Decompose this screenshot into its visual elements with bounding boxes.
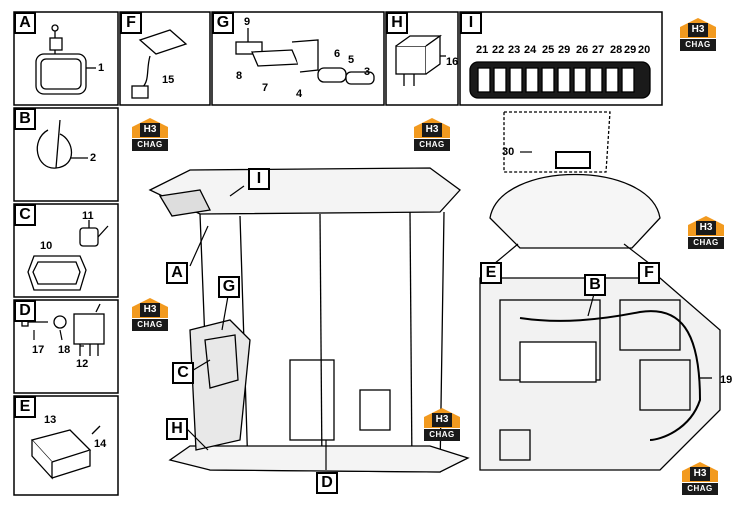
switch-number: 24 — [524, 44, 537, 56]
part-number-2: 2 — [90, 152, 97, 164]
part-number-15: 15 — [162, 74, 175, 86]
part-relay — [395, 34, 446, 86]
panel-c-frame — [13, 203, 119, 298]
panel-label-h: H — [386, 12, 408, 34]
part-plug-and-holder — [27, 220, 109, 291]
part-number-30: 30 — [502, 146, 515, 158]
switch-number: 29 — [558, 44, 571, 56]
panel-a-frame — [13, 11, 119, 106]
part-number-5: 5 — [348, 54, 355, 66]
panel-label-a: A — [14, 12, 36, 34]
part-bracket-connector — [131, 29, 188, 99]
callout-floor-e: E — [480, 262, 502, 284]
panel-label-c: C — [14, 204, 36, 226]
panel-g-frame — [211, 11, 385, 106]
part-number-9: 9 — [244, 16, 251, 28]
switch-number: 26 — [576, 44, 589, 56]
part-bracket-kit — [235, 28, 375, 85]
panel-label-g: G — [212, 12, 234, 34]
floor-plate — [479, 111, 721, 471]
part-number-18: 18 — [58, 344, 71, 356]
callout-cab-c: C — [172, 362, 194, 384]
part-cable-tie — [36, 119, 88, 169]
panel-label-b: B — [14, 108, 36, 130]
callout-floor-f: F — [638, 262, 660, 284]
panel-h-frame — [385, 11, 459, 106]
cab-frame — [148, 167, 470, 473]
callout-cab-h: H — [166, 418, 188, 440]
callout-cab-g: G — [218, 276, 240, 298]
part-number-12: 12 — [76, 358, 89, 370]
part-number-4: 4 — [296, 88, 303, 100]
part-number-17: 17 — [32, 344, 45, 356]
switch-number: 28 — [610, 44, 623, 56]
panel-f-frame — [119, 11, 211, 106]
panel-label-f: F — [120, 12, 142, 34]
panel-label-d: D — [14, 300, 36, 322]
part-number-7: 7 — [262, 82, 269, 94]
part-control-module — [30, 425, 101, 480]
switch-number: 25 — [542, 44, 555, 56]
panel-label-i: I — [460, 12, 482, 34]
part-number-14: 14 — [94, 438, 107, 450]
part-number-10: 10 — [40, 240, 53, 252]
part-number-6: 6 — [334, 48, 341, 60]
callout-cab-a: A — [166, 262, 188, 284]
part-relay-mount — [21, 303, 105, 356]
part-number-16: 16 — [446, 56, 459, 68]
panel-i-frame — [459, 11, 663, 106]
part-display-unit — [35, 24, 96, 95]
panel-label-e: E — [14, 396, 36, 418]
switch-number: 23 — [508, 44, 521, 56]
switch-console — [469, 61, 651, 99]
part-number-8: 8 — [236, 70, 243, 82]
part-number-11: 11 — [82, 210, 94, 222]
callout-cab-d: D — [316, 472, 338, 494]
part-number-3: 3 — [364, 66, 371, 78]
switch-number: 22 — [492, 44, 505, 56]
panel-b-frame — [13, 107, 119, 202]
switch-number: 21 — [476, 44, 489, 56]
switch-number: 20 — [638, 44, 651, 56]
callout-cab-i: I — [248, 168, 270, 190]
part-number-1: 1 — [98, 62, 105, 74]
part-number-19: 19 — [720, 374, 733, 386]
part-number-13: 13 — [44, 414, 57, 426]
panel-e-frame — [13, 395, 119, 496]
panel-d-frame — [13, 299, 119, 394]
switch-number: 27 — [592, 44, 605, 56]
switch-number: 29 — [624, 44, 637, 56]
callout-floor-b: B — [584, 274, 606, 296]
